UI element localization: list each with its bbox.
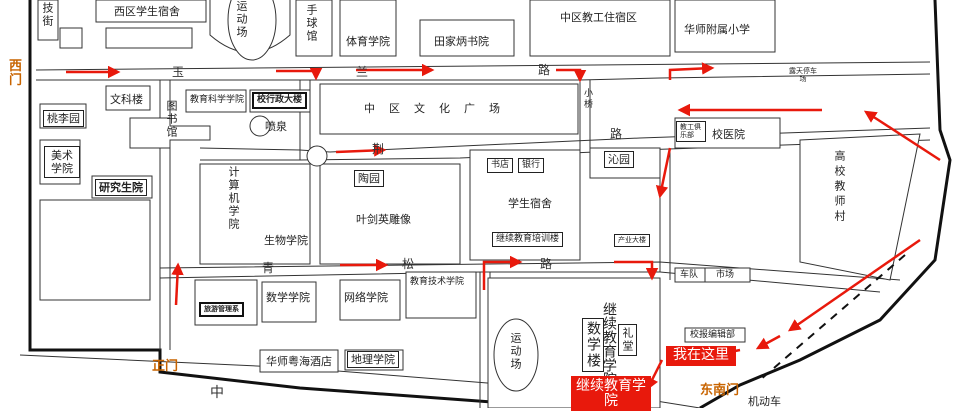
gate-southeast: 东南门 <box>700 383 740 398</box>
road-qingsong-1: 青 <box>262 261 275 275</box>
label-tourism: 旅游管理系 <box>199 302 244 317</box>
label-ball-hall: 手球馆 <box>305 4 318 43</box>
label-wenke: 文科楼 <box>110 93 143 106</box>
label-clinic: 校医院 <box>712 128 745 141</box>
label-statue: 叶剑英雕像 <box>356 213 411 226</box>
label-stadium-top: 运动场 <box>235 0 248 39</box>
label-network: 网络学院 <box>344 291 388 304</box>
label-qin-yuan: 沁园 <box>604 151 634 168</box>
label-edu-tech: 教育技术学院 <box>410 277 465 287</box>
label-library: 图书馆 <box>165 100 178 139</box>
label-motor-pool: 车队 <box>680 270 699 280</box>
label-market: 市场 <box>716 270 735 280</box>
label-student-dorm: 学生宿舍 <box>508 197 552 210</box>
approach-dash <box>759 254 906 381</box>
label-stadium-bottom: 运动场 <box>509 332 522 371</box>
label-admin: 校行政大楼 <box>252 92 308 109</box>
label-culture-square: 中区文化广场 <box>364 102 514 115</box>
label-fountain: 喷泉 <box>265 120 287 133</box>
road-yulan-3: 路 <box>538 63 551 77</box>
label-staff-housing: 中区教工住宿区 <box>560 11 637 24</box>
label-math-bldg: 数学楼 <box>582 318 604 372</box>
label-industry: 产业大楼 <box>614 234 650 247</box>
label-bank: 银行 <box>518 158 545 173</box>
label-geography: 地理学院 <box>347 351 399 368</box>
roundabout <box>306 145 328 167</box>
label-faculty-village: 高校教师村 <box>833 150 846 225</box>
callout-here: 我在这里 <box>666 346 736 366</box>
label-tianjiabing: 田家炳书院 <box>434 35 489 48</box>
label-bio: 生物学院 <box>264 234 308 247</box>
label-ce-school-vertical: 继续教育学院 <box>601 302 617 386</box>
label-west-dorm: 西区学生宿舍 <box>114 5 180 18</box>
callout-target: 继续教育学院 <box>571 376 651 411</box>
label-bookstore: 书店 <box>487 158 514 173</box>
label-affiliated-primary: 华师附属小学 <box>684 23 750 36</box>
road-qingsong-3: 路 <box>540 257 553 271</box>
road-jing-2: 路 <box>610 127 623 141</box>
road-yulan-2: 兰 <box>356 65 369 79</box>
label-edu-science: 教育科学学院 <box>190 95 245 105</box>
road-jing-1: 荆 <box>372 142 385 156</box>
label-cs-school: 计算机学院 <box>227 166 240 231</box>
label-pe-school: 体育学院 <box>346 35 390 48</box>
label-ce-training: 继续教育培训楼 <box>492 232 564 247</box>
label-auditorium: 礼堂 <box>618 324 637 356</box>
label-grad-school: 研究生院 <box>95 179 147 196</box>
road-yulan-1: 玉 <box>172 65 185 79</box>
label-bridge: 小桥 <box>582 88 592 110</box>
label-open-parking: 露天停车场 <box>789 67 817 83</box>
label-taoli: 桃李园 <box>43 110 84 127</box>
label-editorial: 校报编辑部 <box>690 330 736 340</box>
label-math: 数学学院 <box>266 291 310 304</box>
label-yuehai-hotel: 华师粤海酒店 <box>266 355 332 368</box>
gate-west: 西门 <box>9 59 23 89</box>
label-tao-yuan: 陶园 <box>354 170 384 187</box>
road-qingsong-2: 松 <box>402 257 415 271</box>
road-zhong: 中 <box>210 385 224 401</box>
gate-main: 正门 <box>152 359 179 374</box>
label-jishi: 技街 <box>41 2 54 28</box>
label-art-school: 美术学院 <box>44 146 80 179</box>
label-bike-shed: 机动车 <box>748 395 781 408</box>
label-staff-club: 教工俱乐部 <box>676 121 706 143</box>
